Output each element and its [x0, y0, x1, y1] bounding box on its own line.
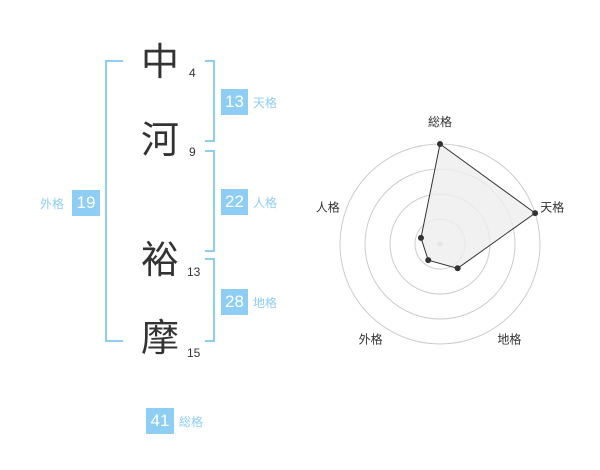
radar-axis-label-4: 外格	[359, 331, 383, 346]
jinkaku-bracket	[205, 150, 215, 252]
stroke-count-1: 4	[189, 66, 196, 80]
soukaku-value: 41	[146, 408, 174, 434]
chikaku-label: 地格	[253, 296, 278, 310]
radar-axis-label-3: 地格	[497, 331, 521, 346]
jinkaku-label: 人格	[253, 196, 278, 210]
stroke-count-3: 13	[187, 265, 201, 279]
radar-axis-label-2: 天格	[540, 200, 564, 215]
radar-value-polygon	[420, 143, 536, 269]
radar-axis-label-5: 人格	[316, 200, 340, 215]
radar-point-1	[437, 141, 443, 147]
gaikaku-label: 外格	[40, 197, 65, 211]
name-char-1: 中	[140, 40, 179, 84]
radar-point-2	[532, 210, 539, 217]
name-char-3: 裕	[140, 238, 179, 282]
gaikaku-value: 19	[72, 190, 100, 216]
tenkaku-bracket	[205, 60, 215, 142]
radar-point-4	[425, 257, 432, 264]
radar-point-5	[417, 234, 424, 241]
tenkaku-value: 13	[221, 89, 248, 115]
radar-axis-label-1: 総格	[428, 114, 452, 129]
name-char-4: 摩	[140, 316, 179, 360]
gaikaku-bracket	[105, 60, 123, 342]
chikaku-value: 28	[221, 289, 248, 315]
jinkaku-value: 22	[221, 189, 248, 215]
radar-point-3	[454, 265, 461, 272]
tenkaku-label: 天格	[253, 96, 278, 110]
soukaku-label: 総格	[179, 415, 204, 429]
chikaku-bracket	[205, 258, 215, 342]
stroke-count-4: 15	[187, 346, 201, 360]
name-char-2: 河	[140, 118, 179, 162]
stroke-count-2: 9	[189, 145, 196, 159]
